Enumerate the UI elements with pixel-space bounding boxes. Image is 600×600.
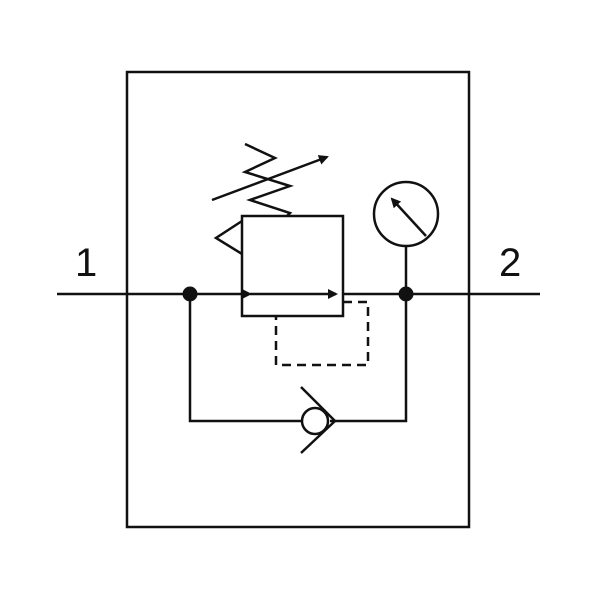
spring-adjust-arrow (211, 155, 329, 202)
bypass-line (188, 294, 304, 423)
pilot-chamber-dashed (274, 300, 370, 367)
adjustable-spring-icon (241, 142, 294, 217)
gauge-needle (390, 197, 427, 237)
check-valve-seat (300, 386, 337, 454)
check-valve-icon (300, 406, 330, 436)
bypass-line-return (330, 294, 408, 423)
port-2-label: 2 (499, 241, 521, 285)
pressure-regulator-valve-icon (240, 214, 345, 318)
pilot-triangle-icon (213, 219, 243, 256)
enclosure-frame (125, 70, 471, 529)
port-1-label: 1 (75, 241, 97, 285)
